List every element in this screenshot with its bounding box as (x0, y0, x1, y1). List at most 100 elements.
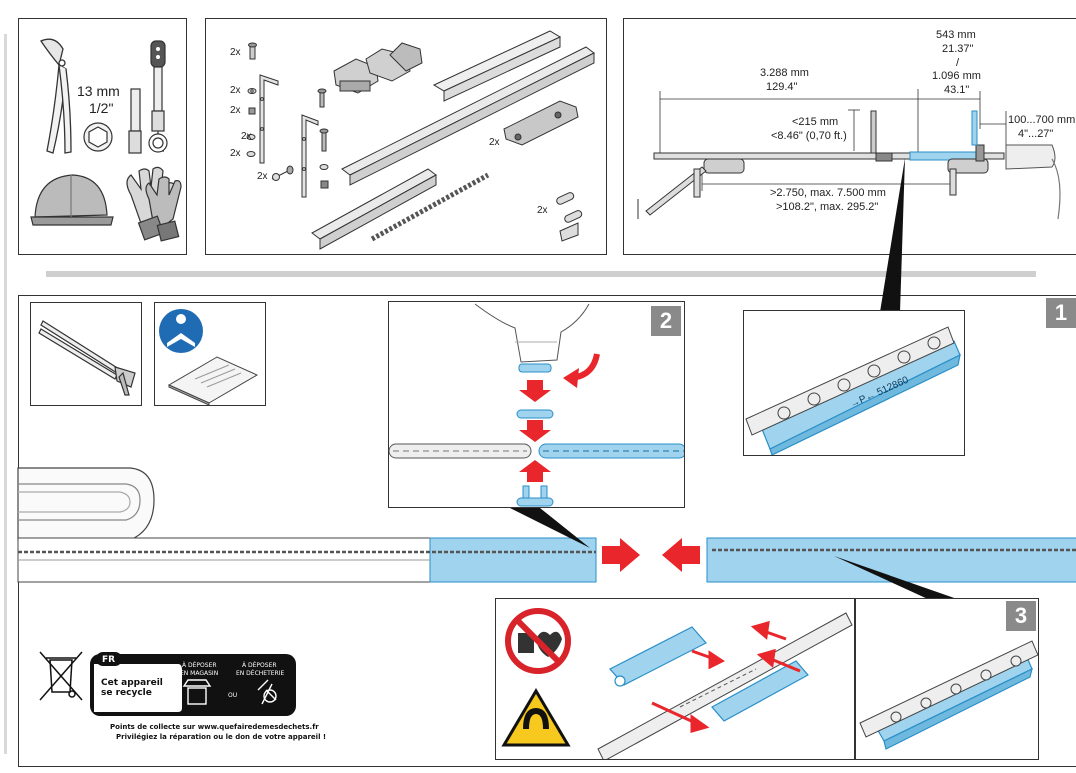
hex-nut-icon (83, 122, 113, 152)
door-arm-icon (637, 166, 957, 219)
step3-panel: 3 (855, 598, 1039, 760)
dimensions-panel: 3.288 mm 129.4" 543 mm 21.37" / 1.096 mm… (623, 18, 1076, 255)
opener-housing-icon (17, 467, 155, 541)
trolley-icon (333, 42, 423, 94)
pliers-illustration (38, 320, 136, 396)
qty-label: 2x (537, 205, 548, 216)
down-arrow-icon (519, 380, 551, 442)
carriage-icon (503, 100, 579, 146)
end-length2-in: 43.1" (944, 84, 970, 96)
rotate-arrow-icon (563, 353, 600, 388)
offset-range-mm: 100...700 mm (1008, 114, 1076, 126)
recycle-line-2: se recycle (101, 688, 152, 698)
chain-closeup-panel: →P← 512860 (743, 310, 965, 456)
parts-illustration (246, 30, 595, 250)
push-arrow-right-icon (602, 538, 640, 572)
chain-segment-right-icon (538, 443, 684, 459)
collection-points-text: Points de collecte sur www.quefairedemes… (110, 723, 319, 731)
dump-label-1: À DÉPOSER (242, 662, 277, 669)
qty-label: 2x (230, 148, 241, 159)
recycle-line-1: Cet appareil (101, 678, 163, 688)
wall-bolt-icon (246, 42, 257, 157)
store-label-1: À DÉPOSER (182, 662, 217, 669)
store-label-2: EN MAGASIN (180, 670, 219, 677)
opener-rail-icon (653, 144, 1005, 174)
span-length-mm: 3.288 mm (760, 67, 809, 79)
step-number-1: 1 (1046, 298, 1076, 328)
triman-logo-icon (90, 652, 296, 716)
manual-panel (154, 302, 266, 406)
step2-panel: 2 (388, 301, 685, 508)
end-length-separator: / (956, 57, 960, 69)
step-number-3: 3 (1006, 601, 1036, 631)
end-length-in: 21.37" (942, 43, 974, 55)
rail-left-icon (17, 537, 597, 583)
motor-unit-icon (1005, 144, 1061, 220)
hand-icon (474, 303, 590, 373)
qty-label: 2x (230, 85, 241, 96)
country-badge: FR (102, 655, 116, 665)
step-number-2: 2 (651, 306, 681, 336)
no-pacemaker-icon (505, 608, 571, 674)
repair-donation-text: Privilégiez la réparation ou le don de v… (116, 733, 327, 741)
hanger-bracket-icon (870, 110, 978, 154)
chain-link-assembly (389, 303, 684, 507)
door-width-mm: >2.750, max. 7.500 mm (770, 187, 886, 199)
gloves-icon (126, 166, 182, 242)
link-plate-icon (516, 409, 554, 419)
link-pin-icon (516, 485, 554, 507)
rail-right-icon (706, 537, 1076, 583)
chain-link-icon (556, 192, 583, 242)
screw-icon (271, 88, 329, 189)
dump-label-2: EN DÉCHETERIE (236, 670, 285, 677)
qty-label: 2x (257, 171, 268, 182)
qty-label: 2x (489, 137, 500, 148)
end-length-mm: 543 mm (936, 29, 976, 41)
span-length-in: 129.4" (766, 81, 798, 93)
section-divider (46, 271, 1036, 277)
or-label: OU (228, 692, 238, 699)
door-width-in: >108.2", max. 295.2" (776, 201, 879, 213)
qty-label: 2x (241, 131, 252, 142)
height-limit-mm: <215 mm (792, 116, 839, 128)
store-icon (182, 679, 212, 705)
offset-range-in: 4"...27" (1018, 128, 1054, 140)
chain-segment-left-icon (389, 443, 532, 459)
magnet-warning-icon (501, 688, 571, 747)
manual-book-icon (167, 356, 259, 405)
qty-label: 2x (230, 47, 241, 58)
read-manual-icon (159, 309, 203, 353)
insert-arrow-icon (651, 620, 801, 733)
parts-panel: 2x 2x 2x 2x 2x 2x 2x 2x (205, 18, 607, 255)
chain-icon (370, 172, 490, 242)
wrench-size-in: 1/2" (89, 100, 114, 116)
push-arrow-left-icon (662, 538, 700, 572)
pliers-panel (30, 302, 142, 406)
wrench-size-mm: 13 mm (77, 83, 120, 99)
dump-icon (257, 679, 277, 705)
up-arrow-icon (519, 460, 551, 482)
assembled-chain-icon (859, 640, 1038, 738)
crossed-bin-icon (39, 651, 83, 701)
left-margin-bar (4, 34, 7, 754)
height-limit-in: <8.46" (0,70 ft.) (771, 130, 847, 142)
helmet-icon (30, 174, 114, 226)
warning-assembly-panel (495, 598, 855, 760)
end-length2-mm: 1.096 mm (932, 70, 981, 82)
carrier-assembly (501, 608, 853, 759)
dimensions-diagram (637, 89, 1061, 220)
tools-illustration (30, 38, 182, 242)
angle-bracket-icon (259, 74, 319, 198)
carrier-part-icon (609, 626, 809, 722)
long-nose-pliers-icon (38, 320, 136, 396)
rail-section-icon (311, 30, 595, 250)
socket-extension-icon (128, 40, 168, 154)
manual-illustration (159, 309, 259, 405)
chain-closeup (745, 326, 961, 455)
chain-carrier-icon (761, 340, 961, 455)
chain-rollers-icon (745, 326, 955, 436)
qty-label: 2x (230, 105, 241, 116)
pliers-icon (40, 38, 72, 154)
